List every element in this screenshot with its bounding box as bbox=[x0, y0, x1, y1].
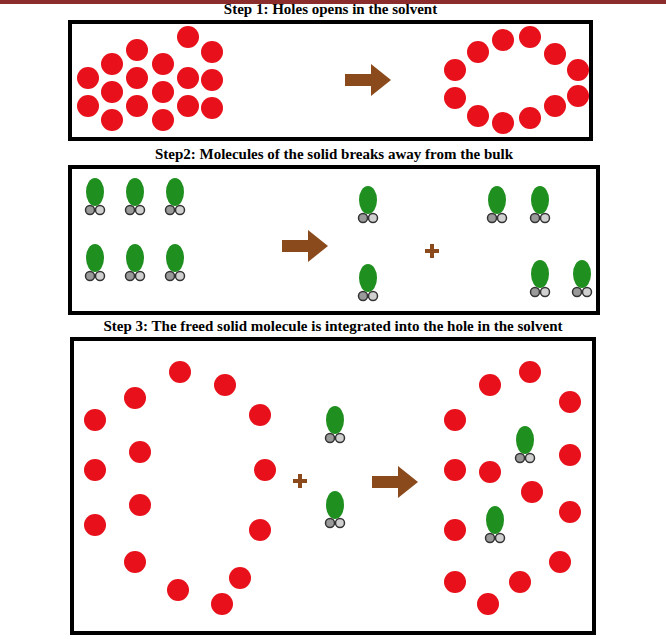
step-panel: Step2: Molecules of the solid breaks awa… bbox=[68, 165, 600, 315]
freed-molecules bbox=[326, 406, 345, 528]
step-panel: Step 1: Holes opens in the solvent bbox=[68, 20, 593, 141]
solvent-with-hole bbox=[444, 26, 589, 134]
plus-sign bbox=[293, 474, 307, 488]
solvent-packed bbox=[77, 26, 223, 131]
step-heading: Step 3: The freed solid molecule is inte… bbox=[103, 318, 562, 335]
step-heading: Step 1: Holes opens in the solvent bbox=[224, 1, 437, 18]
step-panel: Step 3: The freed solid molecule is inte… bbox=[70, 337, 596, 635]
solid-bulk bbox=[86, 178, 185, 281]
freed-molecules bbox=[359, 186, 378, 301]
process-arrow bbox=[345, 64, 391, 96]
solvent-with-hole bbox=[84, 361, 276, 615]
remaining-solid bbox=[488, 186, 592, 297]
step-heading: Step2: Molecules of the solid breaks awa… bbox=[155, 146, 513, 163]
solution bbox=[444, 361, 581, 615]
plus-sign bbox=[425, 244, 439, 258]
process-arrow bbox=[372, 466, 418, 498]
process-arrow bbox=[282, 230, 328, 262]
